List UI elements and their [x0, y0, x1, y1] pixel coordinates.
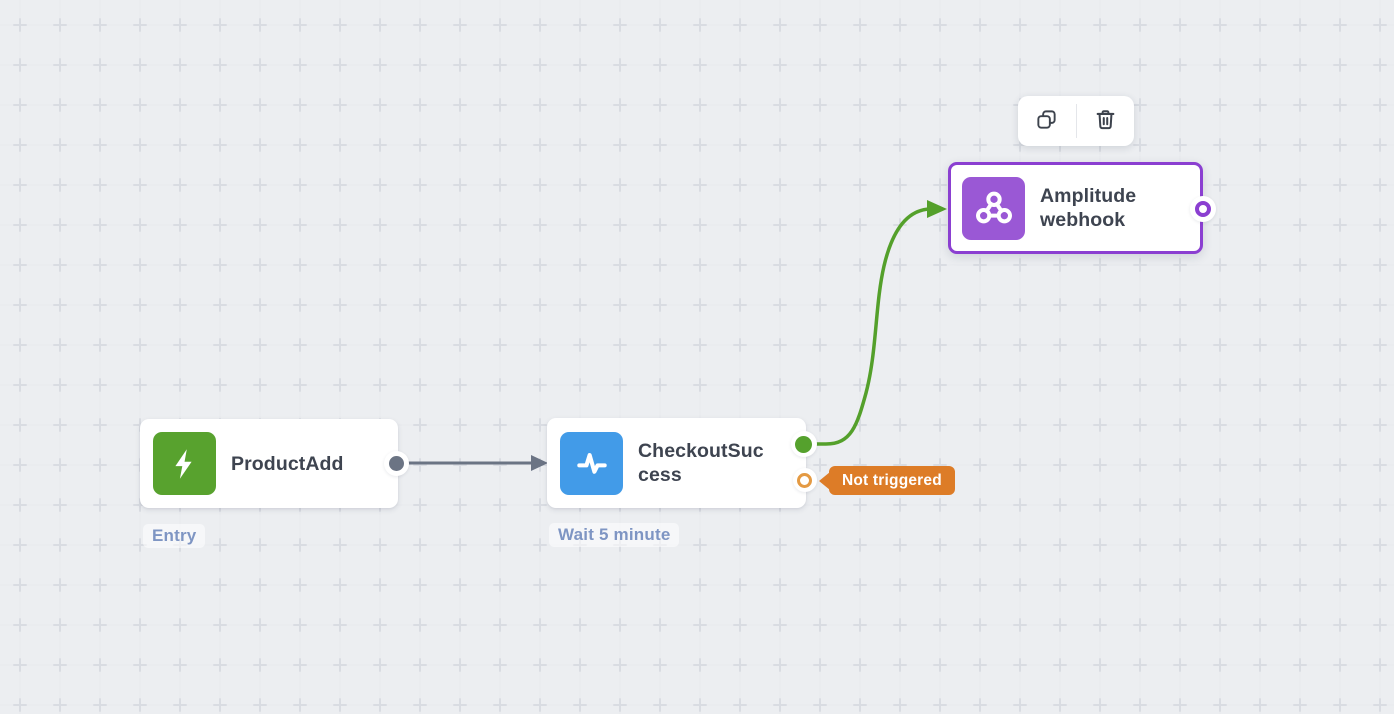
- node-toolbar: [1018, 96, 1134, 146]
- lightning-bolt-icon: [153, 432, 216, 495]
- node-checkout-success[interactable]: CheckoutSuc cess: [547, 418, 806, 508]
- delete-button[interactable]: [1080, 96, 1130, 146]
- node-product-add[interactable]: ProductAdd: [140, 419, 398, 508]
- edge-arrowhead: [531, 455, 548, 471]
- port-out-checkout-triggered[interactable]: [795, 436, 812, 453]
- status-badge-text: Not triggered: [842, 472, 942, 489]
- node-title: Amplitude webhook: [1040, 185, 1137, 231]
- activity-pulse-icon: [560, 431, 623, 495]
- wait-label: Wait 5 minute: [549, 523, 680, 547]
- edge-productadd-to-checkout[interactable]: [401, 455, 548, 471]
- trash-icon: [1094, 108, 1117, 134]
- toolbar-divider: [1075, 104, 1077, 138]
- duplicate-button[interactable]: [1022, 96, 1072, 146]
- edge-checkout-to-amplitude[interactable]: [801, 200, 947, 446]
- status-badge: Not triggered: [829, 466, 955, 495]
- entry-label: Entry: [143, 524, 206, 548]
- edge-arrowhead: [927, 200, 947, 218]
- edge-line[interactable]: [801, 207, 932, 446]
- node-title: CheckoutSuc cess: [638, 440, 764, 486]
- port-out-checkout-not-triggered[interactable]: [797, 473, 812, 488]
- port-out-productadd[interactable]: [389, 456, 404, 471]
- node-title: ProductAdd: [231, 452, 344, 475]
- webhook-icon: [962, 176, 1025, 240]
- node-amplitude-webhook[interactable]: Amplitude webhook: [948, 162, 1203, 254]
- copy-icon: [1035, 108, 1058, 134]
- port-out-amplitude[interactable]: [1195, 201, 1211, 217]
